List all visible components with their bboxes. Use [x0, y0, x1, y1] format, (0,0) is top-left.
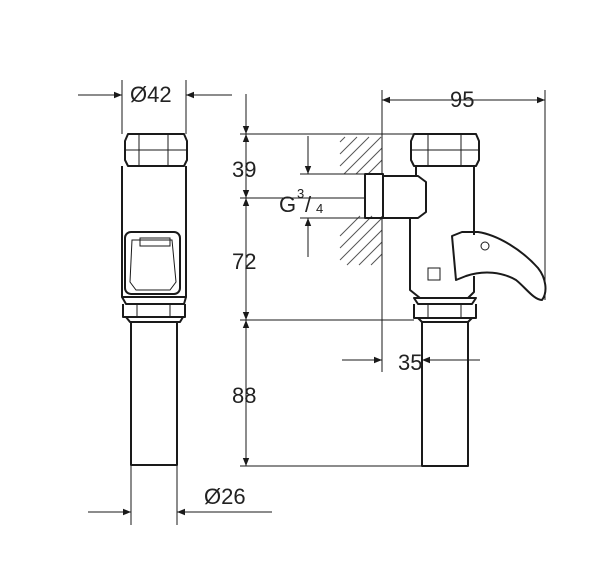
- grohe-logo-icon: [139, 237, 171, 247]
- dimension-tube-diameter: Ø26: [88, 465, 272, 525]
- dim-label-tube-diameter: Ø26: [204, 484, 246, 509]
- wall-hatching: [339, 136, 383, 266]
- dim-label-lower-height: 88: [232, 383, 256, 408]
- thread-label-base: G: [279, 192, 296, 217]
- dim-label-upper-height: 39: [232, 157, 256, 182]
- dim-label-mid-height: 72: [232, 249, 256, 274]
- side-view: [339, 133, 547, 467]
- dim-label-overall-depth: 95: [450, 87, 474, 112]
- dimension-side-offset: 35: [342, 265, 480, 375]
- thread-label-slash: /: [305, 192, 312, 217]
- dimension-top-width: Ø42: [78, 80, 232, 134]
- dim-label-top-width: Ø42: [130, 82, 172, 107]
- dimension-thread: G 3 / 4: [279, 136, 365, 257]
- front-view: [121, 133, 188, 466]
- thread-label-denominator: 4: [316, 201, 323, 216]
- dimension-overall-depth: 95: [381, 87, 546, 300]
- thread-label-numerator: 3: [297, 186, 304, 201]
- dim-label-side-offset: 35: [398, 350, 422, 375]
- dimension-vertical-chain: 39 72 88: [232, 94, 422, 467]
